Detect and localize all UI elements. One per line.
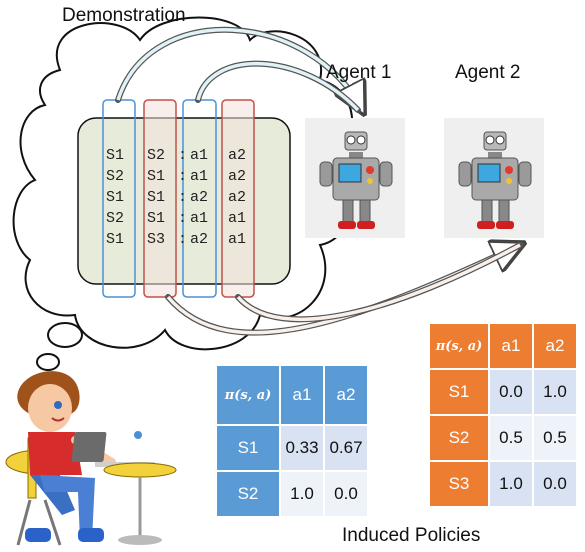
policy-corner: π(s, a) bbox=[430, 324, 488, 368]
policy-state: S1 bbox=[217, 426, 279, 470]
demo-cell: a1 bbox=[228, 231, 247, 248]
demo-cell: a2 bbox=[228, 147, 247, 164]
policy-state: S1 bbox=[430, 370, 488, 414]
demo-cell: S2 bbox=[147, 147, 166, 164]
policy-value: 0.33 bbox=[281, 426, 323, 470]
robot-agent-2 bbox=[444, 118, 544, 238]
demo-cell: a2 bbox=[228, 168, 247, 185]
demo-cell: : bbox=[178, 147, 188, 164]
frame-col2 bbox=[143, 99, 177, 298]
policy-value: 0.67 bbox=[325, 426, 367, 470]
demo-cell: S1 bbox=[106, 189, 125, 206]
demo-cell: : bbox=[178, 189, 188, 206]
agent2-label: Agent 2 bbox=[455, 62, 521, 83]
demo-cell: S2 bbox=[106, 168, 125, 185]
policy-value: 0.0 bbox=[490, 370, 532, 414]
demonstration-label: Demonstration bbox=[62, 5, 186, 26]
policy-state: S2 bbox=[217, 472, 279, 516]
demo-col-2: S2 S1 S1 S1 S3 bbox=[147, 145, 165, 250]
demo-col-1: S1 S2 S1 S2 S1 bbox=[106, 145, 124, 250]
demo-cell: a1 bbox=[228, 210, 247, 227]
policy-value: 1.0 bbox=[281, 472, 323, 516]
demo-cell: S1 bbox=[147, 210, 166, 227]
demo-cell: a2 bbox=[190, 189, 209, 206]
policy-value: 1.0 bbox=[490, 462, 532, 506]
demo-cell: S1 bbox=[106, 231, 125, 248]
policy-header: a2 bbox=[534, 324, 576, 368]
boy-at-laptop bbox=[5, 371, 177, 546]
policy-value: 0.0 bbox=[325, 472, 367, 516]
policy-value: 1.0 bbox=[534, 370, 576, 414]
demo-cell: : bbox=[178, 168, 188, 185]
policy-value: 0.5 bbox=[490, 416, 532, 460]
induced-policies-label: Induced Policies bbox=[342, 525, 481, 546]
demo-cell: S1 bbox=[106, 147, 125, 164]
demo-cell: a1 bbox=[190, 210, 209, 227]
agent1-label: Agent 1 bbox=[326, 62, 392, 83]
robot-agent-1 bbox=[305, 118, 405, 238]
policy-table-agent1: π(s, a) a1 a2 S1 0.33 0.67 S2 1.0 0.0 bbox=[215, 364, 369, 518]
demo-cell: : bbox=[178, 231, 188, 248]
policy-header: a1 bbox=[490, 324, 532, 368]
demo-col-3: a1 a1 a2 a1 a2 bbox=[190, 145, 208, 250]
policy-state: S3 bbox=[430, 462, 488, 506]
demo-cell: a1 bbox=[190, 168, 209, 185]
demo-cell: S1 bbox=[147, 189, 166, 206]
demo-cell: S1 bbox=[147, 168, 166, 185]
demo-cell: a1 bbox=[190, 147, 209, 164]
demo-cell: : bbox=[178, 210, 188, 227]
policy-state: S2 bbox=[430, 416, 488, 460]
demo-cell: S3 bbox=[147, 231, 166, 248]
policy-corner: π(s, a) bbox=[217, 366, 279, 424]
policy-value: 0.5 bbox=[534, 416, 576, 460]
demo-col-4: a2 a2 a2 a1 a1 bbox=[228, 145, 246, 250]
policy-table-agent2: π(s, a) a1 a2 S1 0.0 1.0 S2 0.5 0.5 S3 1… bbox=[428, 322, 578, 508]
demo-cell: S2 bbox=[106, 210, 125, 227]
policy-value: 0.0 bbox=[534, 462, 576, 506]
demo-cell: a2 bbox=[190, 231, 209, 248]
policy-header: a2 bbox=[325, 366, 367, 424]
demo-colon-col: : : : : : bbox=[178, 145, 187, 250]
demo-cell: a2 bbox=[228, 189, 247, 206]
policy-header: a1 bbox=[281, 366, 323, 424]
